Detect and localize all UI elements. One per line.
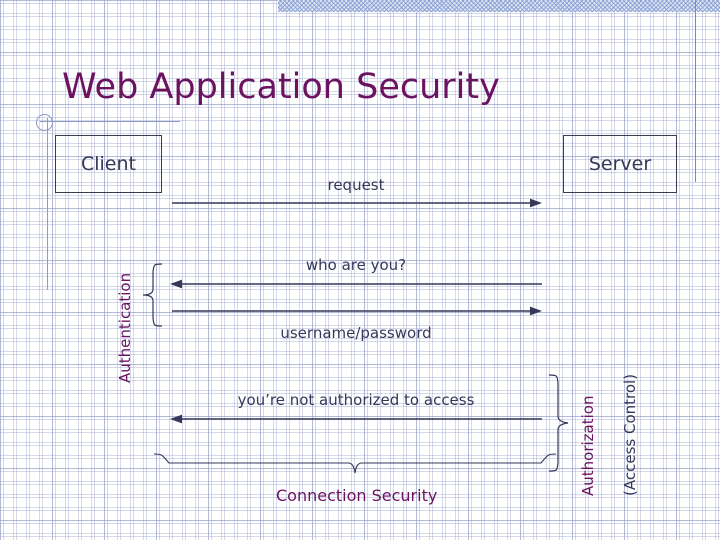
group-label-authorization: Authorization (579, 395, 597, 496)
guide-line-vertical-left (47, 118, 48, 290)
message-label-who-are-you: who are you? (305, 256, 407, 274)
group-label-authentication: Authentication (116, 272, 134, 383)
arrow-who-are-you-left (170, 279, 542, 289)
node-server-label: Server (588, 153, 652, 175)
guide-line-horizontal-left (40, 121, 180, 122)
brace-authorization (548, 374, 569, 472)
arrow-credentials-right (172, 306, 542, 316)
node-server[interactable]: Server (563, 135, 677, 193)
brace-connection-security (153, 453, 557, 474)
brace-authentication (142, 263, 163, 327)
message-label-denied: you’re not authorized to access (237, 391, 475, 409)
message-label-request: request (327, 176, 385, 194)
arrow-request-right (172, 198, 542, 208)
arrow-denied-left (170, 414, 542, 424)
group-label-connection-security: Connection Security (276, 486, 438, 505)
node-client[interactable]: Client (55, 135, 162, 193)
group-label-access-control: (Access Control) (621, 373, 639, 496)
message-label-credentials: username/password (280, 324, 432, 342)
node-client-label: Client (80, 153, 136, 175)
hatched-band (278, 0, 720, 12)
guide-line-vertical-right (695, 0, 696, 182)
page-title: Web Application Security (62, 67, 500, 107)
anchor-handle-icon[interactable] (36, 114, 53, 131)
